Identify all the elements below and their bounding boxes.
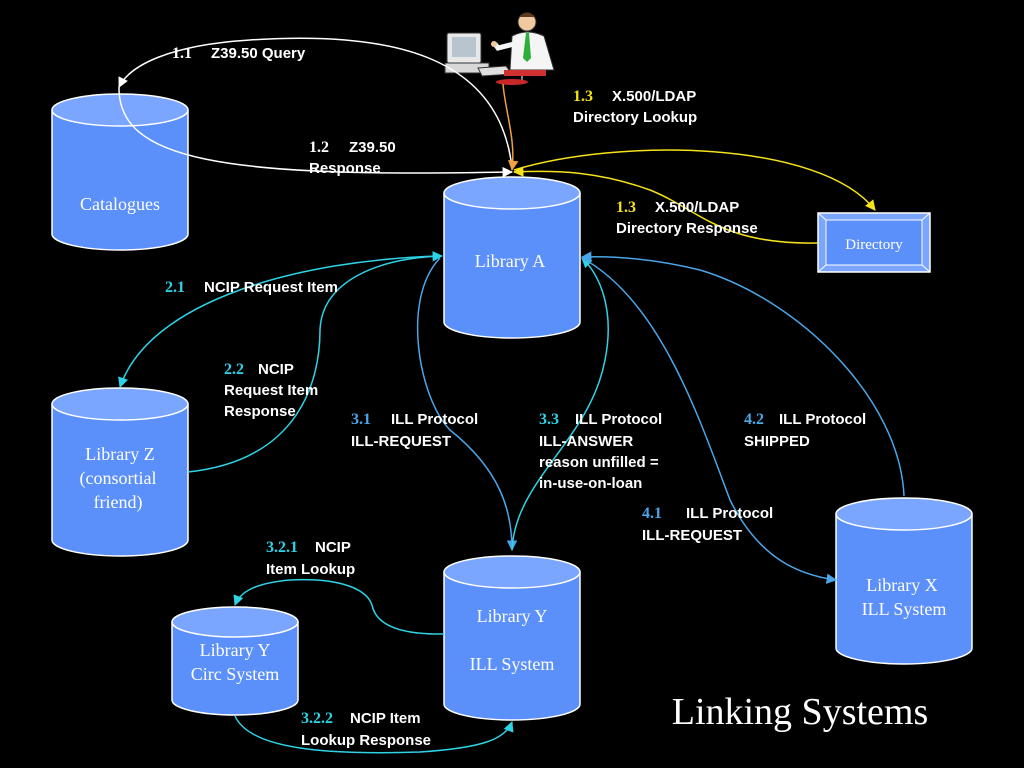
label-2-1-num: 2.1 xyxy=(165,279,185,296)
label-1-3-lookup-text-1: X.500/LDAP xyxy=(612,88,696,105)
label-3-3-text-1: ILL Protocol xyxy=(575,411,662,428)
library-y-circ-database: Library Y Circ System xyxy=(171,606,299,716)
library-z-label-3: friend) xyxy=(94,492,143,513)
library-a-label: Library A xyxy=(475,251,545,271)
arrow-user-to-library-a xyxy=(502,83,519,172)
library-z-database: Library Z (consortial friend) xyxy=(51,387,189,557)
label-1-3-lookup-text-2: Directory Lookup xyxy=(573,109,697,126)
label-3-2-1: 3.2.1 NCIP Item Lookup xyxy=(266,539,355,578)
label-1-3-response-num: 1.3 xyxy=(616,199,636,216)
library-y-circ-label-2: Circ System xyxy=(191,664,280,684)
arrow-1-2-z3950-response xyxy=(118,86,514,178)
label-3-3-num: 3.3 xyxy=(539,411,559,428)
label-3-3-text-3: reason unfilled = xyxy=(539,454,659,471)
library-z-label-1: Library Z xyxy=(85,444,154,464)
arrow-1-1-z3950-query xyxy=(118,37,513,169)
label-2-2-num: 2.2 xyxy=(224,361,244,378)
library-x-label-1: Library X xyxy=(866,575,937,595)
label-3-2-2-text-2: Lookup Response xyxy=(301,732,431,749)
label-1-3-response-text-1: X.500/LDAP xyxy=(655,199,739,216)
label-2-1: 2.1 NCIP Request Item xyxy=(165,279,338,296)
label-1-1-text: Z39.50 Query xyxy=(211,45,306,62)
label-4-2-num: 4.2 xyxy=(744,411,764,428)
catalogues-label: Catalogues xyxy=(80,194,160,214)
label-3-2-2-text-1: NCIP Item xyxy=(350,710,421,727)
library-y-ill-label-1: Library Y xyxy=(477,606,548,626)
label-2-1-text: NCIP Request Item xyxy=(204,279,338,296)
label-4-1-num: 4.1 xyxy=(642,505,662,522)
label-1-2-text-1: Z39.50 xyxy=(349,139,396,156)
label-1-3-response-text-2: Directory Response xyxy=(616,220,758,237)
user-at-computer-icon xyxy=(444,12,555,85)
label-1-1: 1.1 Z39.50 Query xyxy=(172,45,306,62)
library-a-database: Library A xyxy=(443,176,581,339)
label-3-2-1-num: 3.2.1 xyxy=(266,539,298,556)
label-2-2: 2.2 NCIP Request Item Response xyxy=(224,361,318,420)
label-2-2-text-1: NCIP xyxy=(258,361,294,378)
label-3-3-text-2: ILL-ANSWER xyxy=(539,433,633,450)
label-4-2: 4.2 ILL Protocol SHIPPED xyxy=(744,411,866,450)
arrow-3-2-1-ncip-item-lookup xyxy=(233,578,445,635)
library-z-label-2: (consortial xyxy=(80,468,157,489)
slide-title: Linking Systems xyxy=(672,691,929,733)
label-3-2-2: 3.2.2 NCIP Item Lookup Response xyxy=(301,710,431,749)
directory-label: Directory xyxy=(845,237,903,253)
arrow-2-1-ncip-request-item xyxy=(118,255,441,388)
label-3-1-num: 3.1 xyxy=(351,411,371,428)
library-x-label-2: ILL System xyxy=(862,599,947,619)
label-1-1-num: 1.1 xyxy=(172,45,192,62)
label-4-2-text-2: SHIPPED xyxy=(744,433,810,450)
label-4-2-text-1: ILL Protocol xyxy=(779,411,866,428)
label-2-2-text-2: Request Item xyxy=(224,382,318,399)
arrow-4-1-ill-request xyxy=(581,257,838,584)
library-x-database: Library X ILL System xyxy=(835,497,973,665)
catalogues-database: Catalogues xyxy=(51,93,189,251)
label-1-3-lookup: 1.3 X.500/LDAP Directory Lookup xyxy=(573,88,697,126)
label-4-1-text-1: ILL Protocol xyxy=(686,505,773,522)
directory-box: Directory xyxy=(817,212,931,273)
label-3-3: 3.3 ILL Protocol ILL-ANSWER reason unfil… xyxy=(539,411,662,492)
label-3-1-text-1: ILL Protocol xyxy=(391,411,478,428)
label-3-1-text-2: ILL-REQUEST xyxy=(351,433,451,450)
label-2-2-text-3: Response xyxy=(224,403,296,420)
library-y-ill-label-2: ILL System xyxy=(470,654,555,674)
label-1-3-lookup-num: 1.3 xyxy=(573,88,593,105)
label-1-2-text-2: Response xyxy=(309,160,381,177)
arrow-3-3-ill-answer xyxy=(511,257,609,551)
library-y-ill-database: Library Y ILL System xyxy=(443,555,581,721)
label-4-1: 4.1 ILL Protocol ILL-REQUEST xyxy=(642,505,773,544)
arrow-4-2-shipped xyxy=(580,251,905,497)
label-3-2-2-num: 3.2.2 xyxy=(301,710,333,727)
arrow-3-1-ill-request xyxy=(416,257,518,552)
label-1-2: 1.2 Z39.50 Response xyxy=(309,139,396,177)
label-3-2-1-text-1: NCIP xyxy=(315,539,351,556)
label-1-3-response: 1.3 X.500/LDAP Directory Response xyxy=(616,199,758,237)
label-1-2-num: 1.2 xyxy=(309,139,329,156)
label-3-3-text-4: in-use-on-loan xyxy=(539,475,642,492)
arrow-2-2-ncip-response xyxy=(187,251,444,473)
library-y-circ-label-1: Library Y xyxy=(200,640,271,660)
arrow-1-3-directory-lookup xyxy=(513,149,876,211)
label-3-1: 3.1 ILL Protocol ILL-REQUEST xyxy=(351,411,478,450)
label-4-1-text-2: ILL-REQUEST xyxy=(642,527,742,544)
arrow-1-3-directory-response xyxy=(512,166,819,244)
label-3-2-1-text-2: Item Lookup xyxy=(266,561,355,578)
arrow-3-2-2-ncip-lookup-response xyxy=(234,715,514,754)
